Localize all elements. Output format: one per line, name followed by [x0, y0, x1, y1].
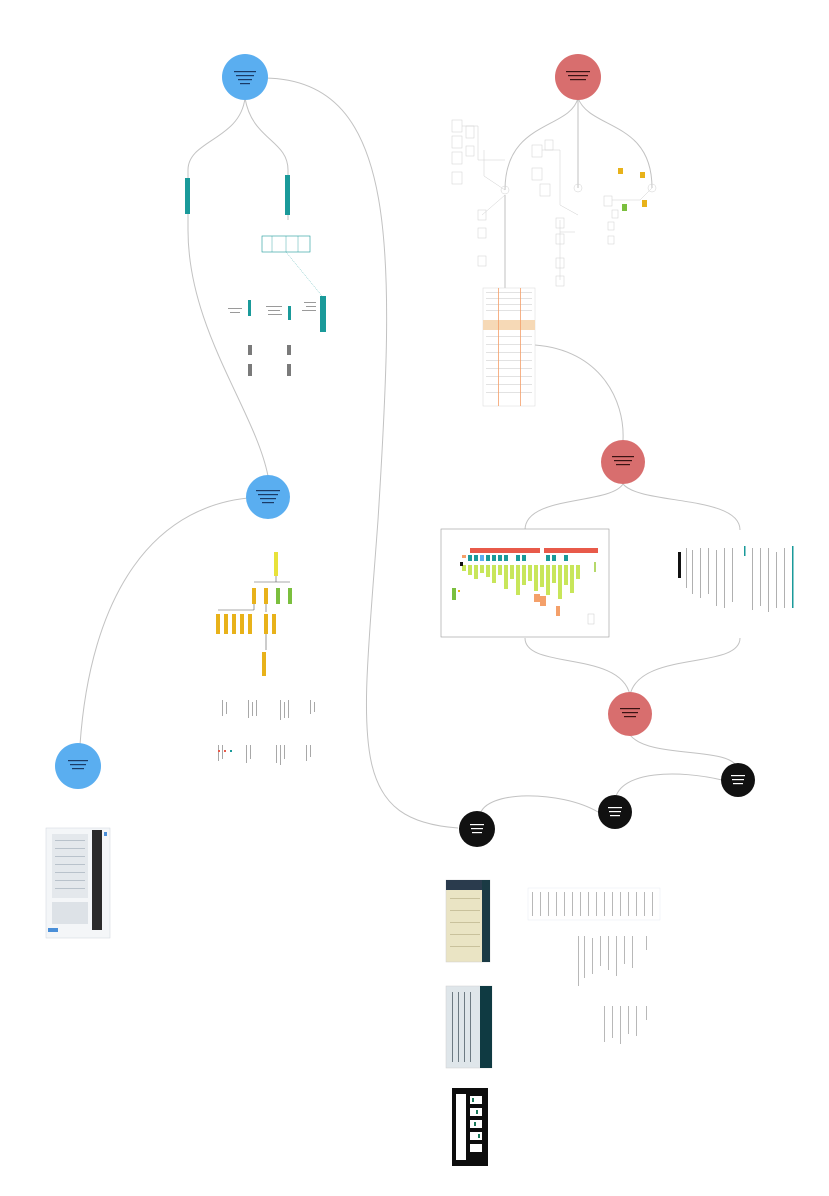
edge-blue-top-to-black-1 — [264, 77, 459, 829]
edge-red-middle-to-right-doc — [622, 483, 741, 531]
edge-blue-middle-to-blue-left — [79, 496, 269, 746]
connector-lines — [79, 77, 741, 829]
edge-red-top-to-left-sub — [504, 97, 579, 191]
edge-black-2-to-black-1 — [479, 795, 599, 816]
teal-bar-left — [185, 178, 190, 214]
blue-left-screenshot — [45, 827, 111, 939]
red-top-color-chips — [618, 168, 647, 211]
blue-middle-text-blocks — [218, 700, 315, 765]
node-black-1[interactable] — [459, 811, 495, 847]
edge-left-box-to-red-lower — [524, 637, 631, 696]
edge-blue-top-to-blue-middle — [187, 97, 269, 477]
edge-black-3-to-black-2 — [614, 773, 723, 801]
bottom-screenshot-1 — [445, 879, 491, 963]
teal-dashed-link — [285, 251, 323, 297]
grey-cards — [248, 345, 291, 376]
red-top-trees — [451, 119, 657, 287]
bottom-screenshot-2 — [445, 985, 493, 1069]
teal-bar-right — [285, 175, 290, 215]
teal-outline-table — [261, 235, 311, 253]
teal-block-main — [320, 296, 326, 332]
teal-block-2 — [288, 306, 291, 320]
node-black-2[interactable] — [598, 795, 632, 829]
edge-red-lower-to-black-3 — [629, 734, 739, 771]
node-blue-top[interactable] — [222, 54, 268, 100]
teal-block-1 — [248, 300, 251, 316]
blue-top-small-text — [228, 302, 316, 315]
node-blue-middle[interactable] — [246, 475, 290, 519]
edge-red-middle-to-left-box — [524, 483, 624, 531]
edge-red-top-to-right-sub — [577, 97, 653, 189]
blue-top-branch — [185, 175, 326, 376]
edge-table-to-red-middle — [534, 344, 624, 441]
node-red-lower[interactable] — [608, 692, 652, 736]
node-blue-left[interactable] — [55, 743, 101, 789]
bottom-right-text-blocks — [527, 887, 661, 1044]
colored-grid-chart — [440, 528, 610, 638]
node-red-top[interactable] — [555, 54, 601, 100]
yellow-root — [274, 552, 278, 576]
node-red-middle[interactable] — [601, 440, 645, 484]
edge-blue-top-to-right-branch — [244, 97, 289, 220]
table-screenshot — [482, 287, 536, 407]
gold-org-chart — [216, 552, 292, 676]
bottom-screenshot-3 — [452, 1088, 488, 1166]
document-excerpt — [678, 546, 794, 612]
edge-right-doc-to-red-lower — [629, 637, 741, 696]
topic-nodes — [55, 54, 755, 847]
node-black-3[interactable] — [721, 763, 755, 797]
